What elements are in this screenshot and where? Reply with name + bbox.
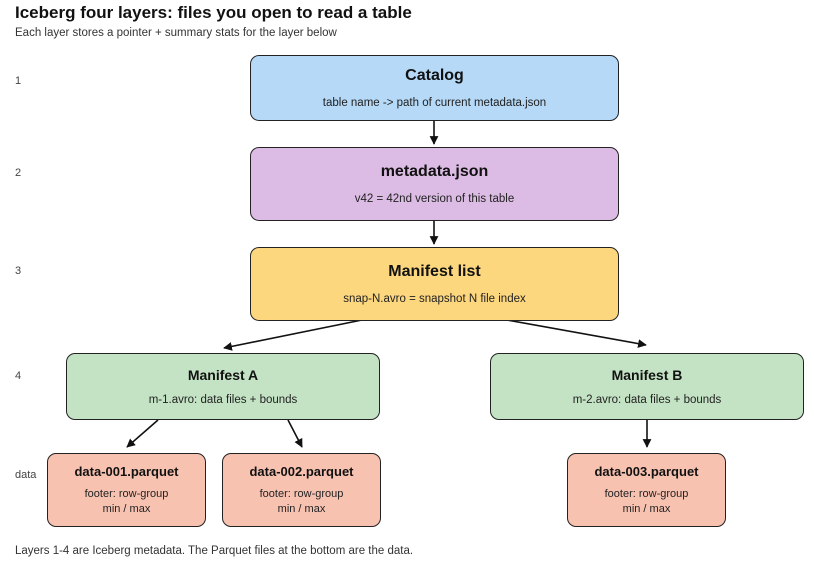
data-003-footer-line: footer: row-group — [604, 487, 689, 500]
catalog-subtitle: table name -> path of current metadata.j… — [322, 97, 547, 109]
arrow-manifest-list-to-manifest-a — [223, 319, 363, 351]
footer-note: Layers 1-4 are Iceberg metadata. The Par… — [15, 545, 414, 557]
data-002-minmax-line: min / max — [277, 502, 326, 515]
layer-label-4: 4 — [15, 370, 22, 382]
arrow-manifest-list-to-manifest-b — [506, 319, 647, 348]
data-002-node: data-002.parquet footer: row-group min /… — [222, 453, 381, 527]
manifest-a-title: Manifest A — [187, 367, 259, 383]
layer-label-3: 3 — [15, 265, 22, 277]
data-001-minmax-line: min / max — [102, 502, 151, 515]
catalog-node: Catalog table name -> path of current me… — [250, 55, 619, 121]
manifest-a-node: Manifest A m-1.avro: data files + bounds — [66, 353, 380, 420]
arrow-manifest-a-to-data-001 — [126, 419, 159, 448]
data-001-node: data-001.parquet footer: row-group min /… — [47, 453, 206, 527]
layer-label-1: 1 — [15, 75, 22, 87]
diagram-title: Iceberg four layers: files you open to r… — [15, 3, 412, 22]
manifest-a-subtitle: m-1.avro: data files + bounds — [148, 394, 298, 406]
data-002-footer-line: footer: row-group — [259, 487, 344, 500]
data-003-minmax-line: min / max — [622, 502, 671, 515]
diagram-subtitle: Each layer stores a pointer + summary st… — [15, 27, 337, 39]
metadata-json-node: metadata.json v42 = 42nd version of this… — [250, 147, 619, 221]
manifest-list-title: Manifest list — [388, 263, 481, 280]
manifest-b-node: Manifest B m-2.avro: data files + bounds — [490, 353, 804, 420]
layer-label-2: 2 — [15, 167, 22, 179]
data-002-title: data-002.parquet — [249, 463, 354, 479]
metadata-json-subtitle: v42 = 42nd version of this table — [354, 193, 515, 205]
manifest-list-subtitle: snap-N.avro = snapshot N file index — [343, 293, 526, 305]
data-003-node: data-003.parquet footer: row-group min /… — [567, 453, 726, 527]
manifest-b-title: Manifest B — [611, 367, 683, 383]
layer-label-data: data — [15, 469, 37, 481]
arrow-manifest-a-to-data-002 — [287, 419, 303, 448]
data-003-title: data-003.parquet — [594, 463, 699, 479]
metadata-json-title: metadata.json — [380, 163, 489, 180]
catalog-title: Catalog — [405, 67, 464, 84]
manifest-b-subtitle: m-2.avro: data files + bounds — [572, 394, 722, 406]
data-001-footer-line: footer: row-group — [84, 487, 169, 500]
data-001-title: data-001.parquet — [74, 463, 179, 479]
manifest-list-node: Manifest list snap-N.avro = snapshot N f… — [250, 247, 619, 321]
